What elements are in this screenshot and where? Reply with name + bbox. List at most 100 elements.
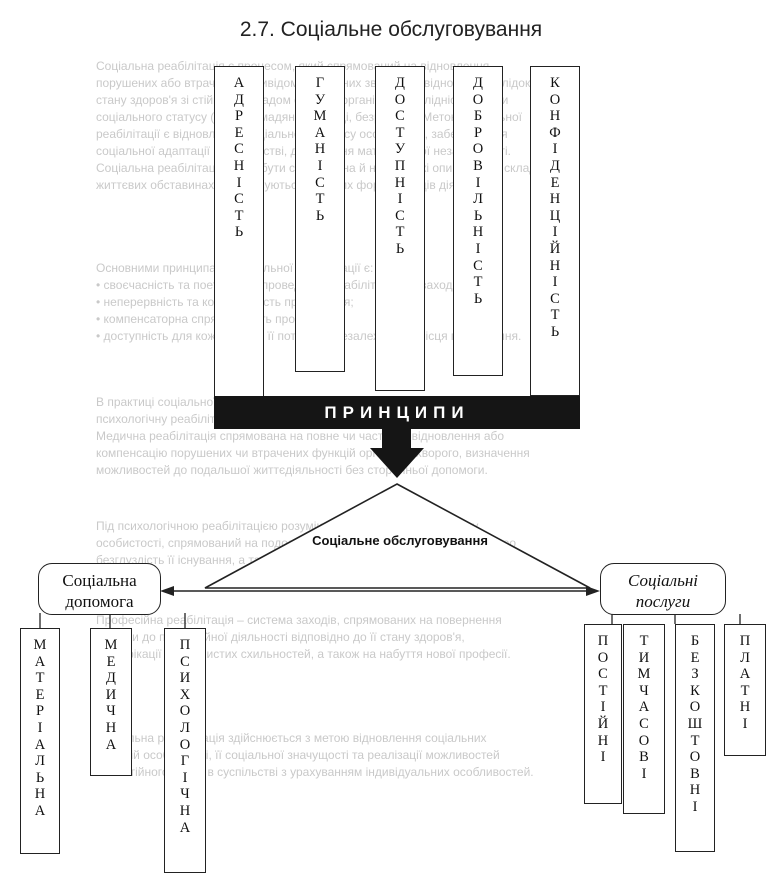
column-letter: И	[179, 670, 191, 687]
column-letter: К	[690, 682, 700, 699]
column-letter: Н	[689, 782, 701, 799]
column-letter: Т	[395, 124, 405, 141]
column-letter: І	[182, 769, 188, 786]
column-letter: Г	[315, 75, 325, 91]
column-letter: С	[234, 191, 244, 208]
column-letter: Т	[598, 682, 608, 699]
column-letter: Т	[395, 224, 405, 241]
column-letter: Б	[690, 633, 700, 649]
column-letter: Н	[472, 224, 484, 241]
column-letter: Г	[180, 753, 190, 770]
column-letter: Н	[739, 699, 751, 716]
column-letter: С	[473, 257, 483, 274]
column-letter: Т	[315, 191, 325, 208]
column-letter: Т	[473, 274, 483, 291]
column-letter: І	[742, 715, 748, 732]
column-letter: С	[598, 666, 608, 683]
column-letter: А	[179, 819, 191, 836]
column-letter: М	[313, 108, 327, 125]
column-letter: Л	[473, 191, 483, 208]
column-letter: Ф	[549, 124, 561, 141]
column-letter: С	[395, 108, 405, 125]
column-letter: Л	[180, 719, 190, 736]
column-letter: З	[691, 666, 699, 683]
social-help-box: Соціальна допомога	[38, 563, 161, 615]
column-letter: О	[689, 749, 701, 766]
background-line: • компенсаторна спрямованість програм;	[96, 312, 325, 326]
column-letter: А	[105, 736, 117, 753]
column-letter: О	[689, 699, 701, 716]
column-letter: П	[179, 637, 191, 653]
down-arrow	[370, 429, 424, 478]
column-letter: Р	[234, 108, 244, 125]
column-letter: В	[690, 765, 700, 782]
column-letter: І	[600, 699, 606, 716]
column-letter: Д	[473, 75, 483, 91]
column-letter: Ь	[395, 240, 405, 257]
column-letter: І	[236, 174, 242, 191]
column-letter: Б	[473, 108, 483, 125]
column-letter: І	[552, 224, 558, 241]
column-letter: І	[475, 174, 481, 191]
column-letter: І	[692, 798, 698, 815]
column-letter: Ь	[473, 290, 483, 307]
column-letter: Т	[639, 633, 649, 649]
column-letter: П	[739, 633, 751, 649]
column-letter: В	[639, 749, 649, 766]
column-letter: Ь	[473, 207, 483, 224]
column-letter: С	[550, 290, 560, 307]
column-letter: О	[179, 736, 191, 753]
column-letter: Н	[314, 141, 326, 158]
column-letter: Ч	[180, 786, 190, 803]
column-letter: С	[180, 653, 190, 670]
column-letter: Д	[234, 91, 244, 108]
column-letter: П	[597, 633, 609, 649]
column-letter: М	[104, 637, 118, 653]
column-letter: А	[34, 653, 46, 670]
column-letter: М	[637, 666, 651, 683]
column-letter: Е	[35, 686, 45, 703]
column-letter: Н	[394, 174, 406, 191]
column-letter: П	[394, 157, 406, 174]
column-letter: Н	[549, 191, 561, 208]
center-triangle	[204, 483, 591, 589]
column-letter: Л	[740, 649, 750, 666]
column-letter: Т	[234, 207, 244, 224]
column-letter: І	[552, 141, 558, 158]
column-letter: О	[597, 649, 609, 666]
column-letter: Р	[473, 124, 483, 141]
column-letter: А	[34, 736, 46, 753]
column-letter: М	[33, 637, 47, 653]
column-letter: С	[315, 174, 325, 191]
column-letter: С	[395, 207, 405, 224]
column-letter: Ш	[687, 715, 703, 732]
column-letter: Д	[106, 670, 116, 687]
column-letter: Т	[740, 682, 750, 699]
column-letter: І	[317, 157, 323, 174]
social-services-box: Соціальні послуги	[600, 563, 726, 615]
column-letter: Й	[549, 240, 561, 257]
column-letter: І	[397, 191, 403, 208]
column-letter: Ь	[234, 224, 244, 241]
column-letter: Е	[690, 649, 700, 666]
column-letter: Т	[35, 670, 45, 687]
column-letter: А	[233, 75, 245, 91]
column-letter: Е	[234, 124, 244, 141]
column-letter: Ь	[550, 323, 560, 340]
column-letter: Х	[179, 686, 191, 703]
column-letter: Д	[550, 157, 560, 174]
column-letter: Н	[597, 732, 609, 749]
background-line: • своєчасність та поетапність проведення…	[96, 278, 465, 292]
center-label: Соціальне обслуговування	[312, 533, 488, 548]
